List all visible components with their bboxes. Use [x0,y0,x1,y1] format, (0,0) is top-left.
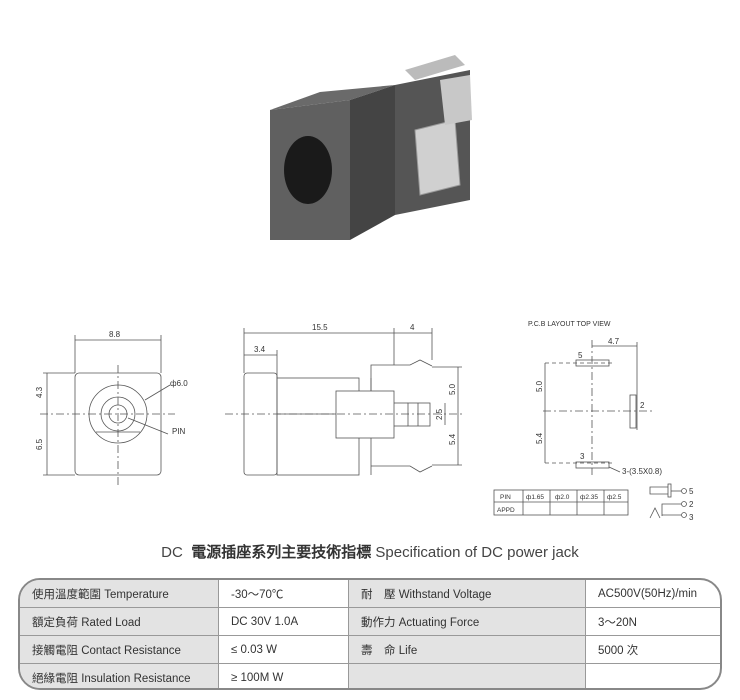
spec-title: DC 電源插座系列主要技術指標 Specification of DC powe… [0,541,740,562]
pcb-pitch: 4.7 [608,337,620,346]
title-prefix: DC [161,544,183,561]
spec-label: 絕緣電阻 Insulation Resistance [20,663,219,688]
pcb-pin2: 2 [640,401,645,410]
pin-table-cell: ф2.35 [580,494,598,501]
spec-value: 5000 次 [585,635,720,664]
dim-width: 8.8 [109,330,121,339]
table-row: 使用溫度範圍 Temperature -30～70℃ 耐 壓 Withstand… [20,580,720,608]
spec-label: 接觸電阻 Contact Resistance [20,635,219,664]
spec-value: ≤ 0.03 W [218,635,349,664]
dim-side-lower: 5.4 [448,433,457,445]
spec-value: -30～70℃ [218,580,349,608]
dim-upper: 4.3 [35,386,44,398]
spec-label: 動作力 Actuating Force [348,607,586,636]
spec-label: 額定負荷 Rated Load [20,607,219,636]
table-row: 絕緣電阻 Insulation Resistance ≥ 100M W [20,663,720,688]
spec-value: DC 30V 1.0A [218,607,349,636]
schematic-pin5: 5 [689,487,694,496]
spec-value [585,663,720,688]
dim-length: 15.5 [312,323,328,332]
pin-table-cell: ф1.65 [526,494,544,501]
dim-rear: 4 [410,323,415,332]
spec-value: ≥ 100M W [218,663,349,688]
dim-diameter: ф6.0 [170,379,188,388]
spec-table: 使用溫度範圍 Temperature -30～70℃ 耐 壓 Withstand… [18,578,722,690]
schematic-pin3: 3 [689,513,694,522]
pin-table-cell: APPD [497,507,515,514]
pin-table-cell: PIN [500,494,511,501]
pcb-heading: P.C.B LAYOUT TOP VIEW [528,321,611,328]
pcb-pin3: 3 [580,452,585,461]
spec-value: 3～20N [585,607,720,636]
pcb-lower: 5.4 [535,432,544,444]
dimension-labels: 8.8 ф6.0 PIN 4.3 6.5 15.5 4 3.4 5.0 2.5 … [35,321,694,522]
dim-flange: 3.4 [254,345,266,354]
title-zh: 電源插座系列主要技術指標 [191,544,372,561]
technical-drawing: 8.8 ф6.0 PIN 4.3 6.5 15.5 4 3.4 5.0 2.5 … [35,55,694,522]
table-row: 接觸電阻 Contact Resistance ≤ 0.03 W 壽 命 Lif… [20,635,720,664]
pcb-upper: 5.0 [535,380,544,392]
dim-side-upper: 5.0 [448,383,457,395]
spec-label: 使用溫度範圍 Temperature [20,580,219,608]
product-photo [270,55,472,240]
pin-label: PIN [172,427,186,436]
dim-pin: 2.5 [435,408,444,420]
pin-table-cell: ф2.0 [555,494,570,501]
spec-label [348,663,586,688]
pcb-pad: 3-(3.5X0.8) [622,467,662,476]
schematic-pin2: 2 [689,500,694,509]
spec-value: AC500V(50Hz)/min [585,580,720,608]
pin-table-cell: ф2.5 [607,494,622,501]
dim-lower: 6.5 [35,438,44,450]
table-row: 額定負荷 Rated Load DC 30V 1.0A 動作力 Actuatin… [20,607,720,636]
spec-label: 耐 壓 Withstand Voltage [348,580,586,608]
pcb-pin5: 5 [578,351,583,360]
spec-label: 壽 命 Life [348,635,586,664]
title-en: Specification of DC power jack [375,544,579,561]
